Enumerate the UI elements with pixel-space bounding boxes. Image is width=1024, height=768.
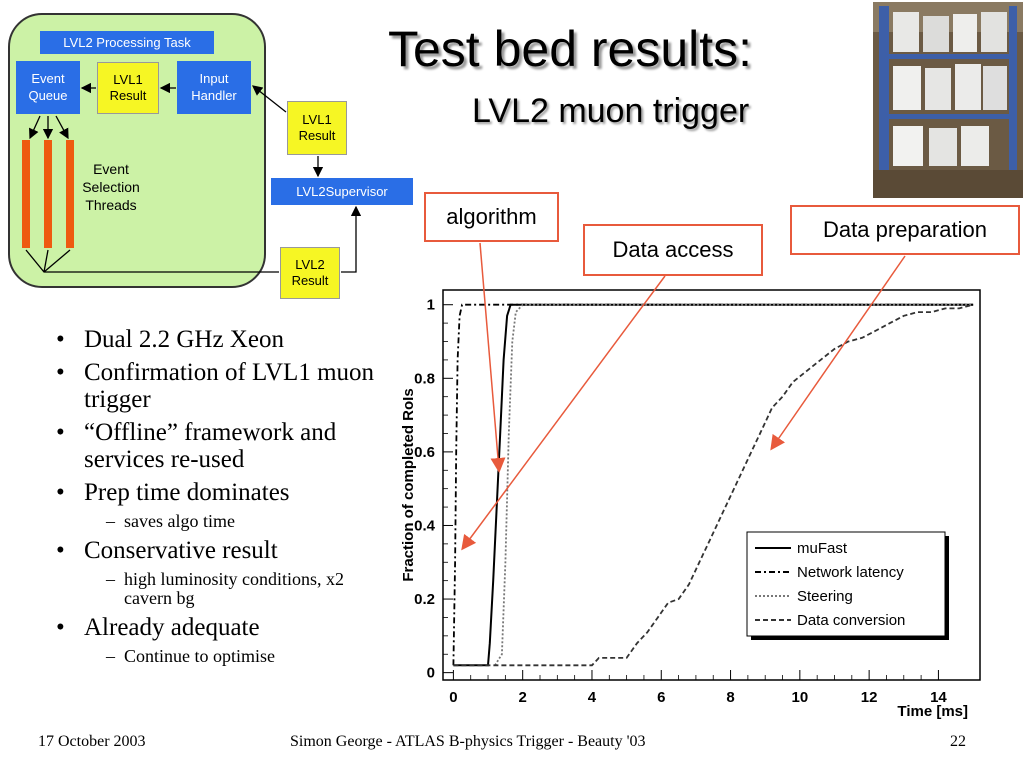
- bullet-item: Confirmation of LVL1 muon trigger: [56, 359, 396, 413]
- y-tick-label: 0.4: [414, 517, 436, 534]
- bullet-item: Conservative result: [56, 537, 396, 564]
- y-axis-label: Fraction of completed RoIs: [400, 388, 417, 581]
- event-selection-thread-3: [66, 140, 74, 248]
- y-tick-label: 0.2: [414, 591, 435, 608]
- bullet-item: Dual 2.2 GHz Xeon: [56, 326, 396, 353]
- sub-bullet-item: Continue to optimise: [56, 647, 396, 667]
- bullet-item: Prep time dominates: [56, 479, 396, 506]
- processing-task-title: LVL2 Processing Task: [40, 31, 214, 54]
- arrow-queue-to-thread-3: [55, 115, 69, 140]
- x-tick-label: 12: [861, 689, 878, 706]
- event-selection-thread-2: [44, 140, 52, 248]
- line-thread-2-to-result: [43, 249, 49, 273]
- arrow-queue-to-thread-1: [29, 115, 41, 140]
- line-thread-1-to-result: [25, 249, 279, 273]
- lvl2-supervisor-box: LVL2Supervisor: [271, 178, 413, 205]
- x-tick-label: 4: [588, 689, 597, 706]
- sub-bullet-item: saves algo time: [56, 512, 396, 532]
- lvl1-result-inner-box: LVL1 Result: [97, 62, 159, 114]
- lvl2-result-box: LVL2 Result: [280, 247, 340, 299]
- callout-data-access: Data access: [583, 224, 763, 276]
- legend-label: Steering: [797, 588, 853, 605]
- event-queue-box: Event Queue: [16, 61, 80, 114]
- y-tick-label: 0.6: [414, 444, 435, 461]
- y-tick-label: 1: [427, 297, 435, 314]
- arrow-result-to-handler: [251, 85, 287, 113]
- server-rack-photo: [873, 2, 1023, 198]
- x-axis-label: Time [ms]: [897, 703, 968, 720]
- y-tick-label: 0.8: [414, 370, 435, 387]
- footer-center: Simon George - ATLAS B-physics Trigger -…: [290, 733, 646, 750]
- bullet-item: Already adequate: [56, 614, 396, 641]
- slide-subtitle: LVL2 muon trigger: [472, 92, 750, 130]
- slide-title: Test bed results:: [388, 21, 753, 77]
- y-tick-label: 0: [427, 665, 435, 682]
- callout-algorithm: algorithm: [424, 192, 559, 242]
- series-line-steering: [494, 303, 974, 666]
- x-tick-label: 6: [657, 689, 665, 706]
- event-selection-thread-1: [22, 140, 30, 248]
- lvl1-result-outer-box: LVL1 Result: [287, 101, 347, 155]
- legend-label: muFast: [797, 540, 848, 557]
- x-tick-label: 8: [726, 689, 734, 706]
- legend-label: Network latency: [797, 564, 904, 581]
- x-tick-label: 2: [519, 689, 527, 706]
- line-thread-3-to-result: [43, 249, 71, 273]
- callout-data-preparation: Data preparation: [790, 205, 1020, 255]
- legend-box: [746, 531, 946, 637]
- footer-date: 17 October 2003: [38, 733, 146, 750]
- x-tick-label: 14: [930, 689, 947, 706]
- bullet-list: Dual 2.2 GHz Xeon Confirmation of LVL1 m…: [56, 326, 396, 672]
- page-number: 22: [950, 733, 966, 750]
- event-selection-threads-label: Event Selection Threads: [82, 161, 140, 214]
- sub-bullet-item: high luminosity conditions, x2 cavern bg: [56, 570, 396, 608]
- x-tick-label: 0: [449, 689, 457, 706]
- arrow-result-to-supervisor: [341, 205, 362, 273]
- bullet-item: “Offline” framework and services re-used: [56, 419, 396, 473]
- diagram-arrows: [25, 82, 362, 273]
- x-tick-label: 10: [792, 689, 809, 706]
- input-handler-box: Input Handler: [177, 61, 251, 114]
- legend-label: Data conversion: [797, 612, 905, 629]
